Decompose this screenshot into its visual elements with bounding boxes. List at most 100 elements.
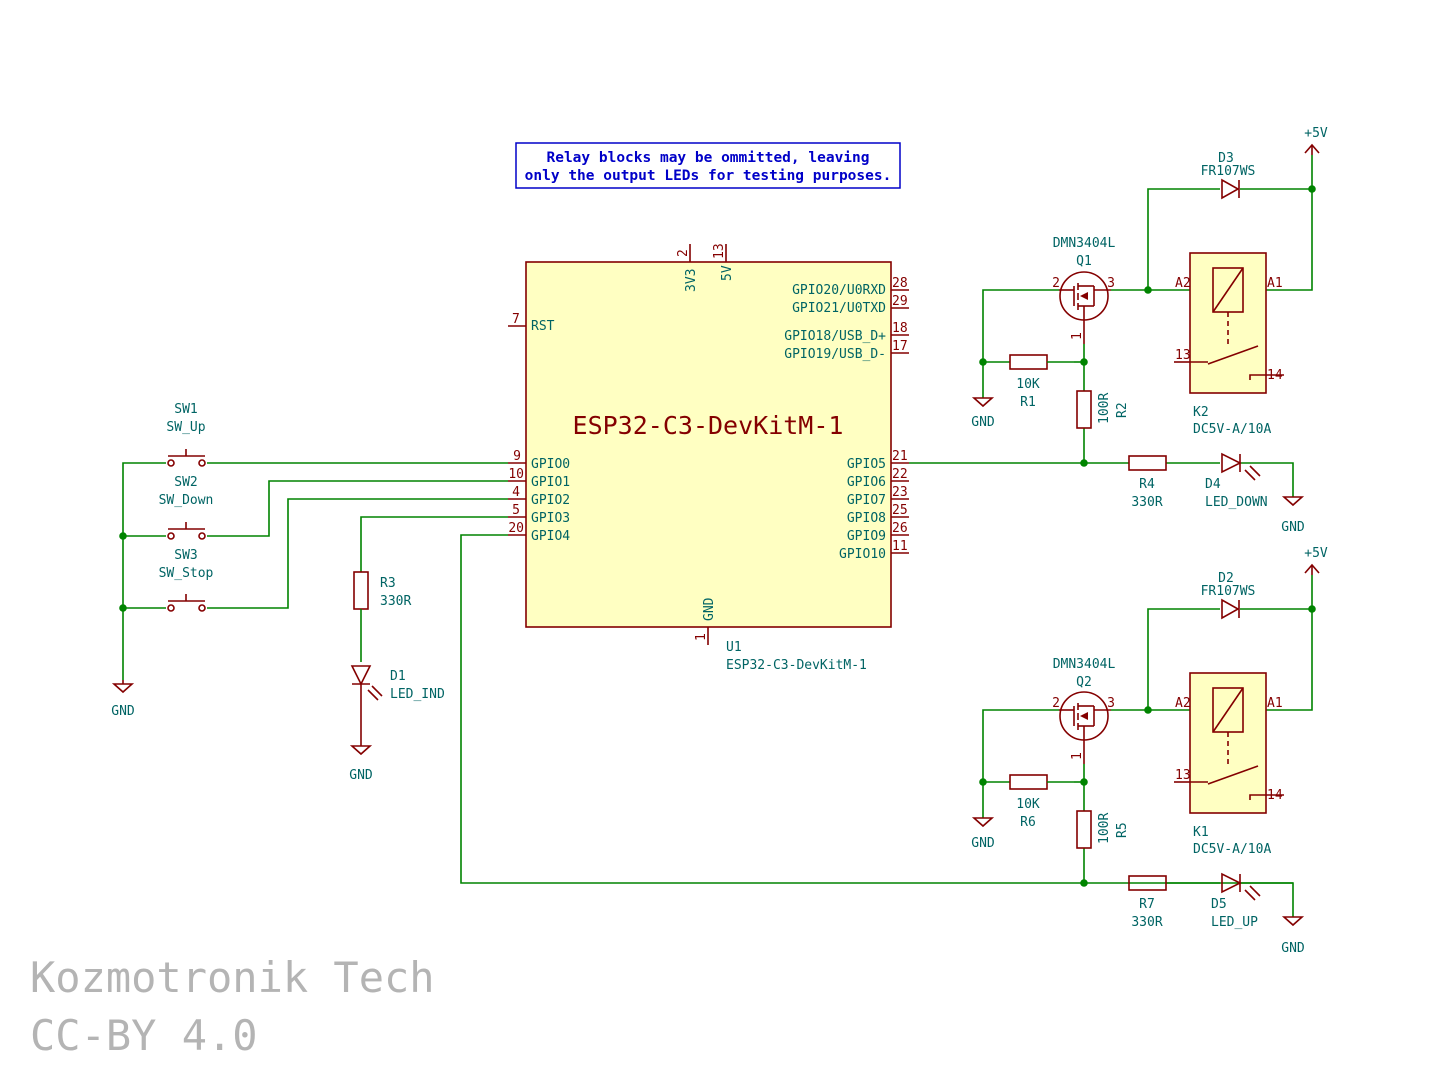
mosfet-q2: DMN3404L Q2 2 3 1 bbox=[1052, 657, 1115, 764]
r7-value: 330R bbox=[1131, 915, 1162, 930]
pin-num-gpio18: 18 bbox=[892, 321, 908, 336]
q2-pin-gate: 2 bbox=[1052, 696, 1060, 711]
pin-name-gpio6: GPIO6 bbox=[847, 475, 886, 490]
pin-name-gpio7: GPIO7 bbox=[847, 493, 886, 508]
gnd-symbol-d4: GND bbox=[1281, 496, 1305, 535]
pin-name-gpio9: GPIO9 bbox=[847, 529, 886, 544]
pin-num-gpio4: 20 bbox=[508, 521, 524, 536]
k1-pin-a1: A1 bbox=[1267, 696, 1283, 711]
pin-num-gpio10: 11 bbox=[892, 539, 908, 554]
d5-ref: D5 bbox=[1211, 897, 1227, 912]
resistor-r7: R7 330R bbox=[1128, 875, 1167, 930]
esp32-module: ESP32-C3-DevKitM-1 U1 ESP32-C3-DevKitM-1… bbox=[508, 243, 909, 673]
pin-name-gpio2: GPIO2 bbox=[531, 493, 570, 508]
sw3-value: SW_Stop bbox=[159, 566, 214, 581]
pin-num-gpio21: 29 bbox=[892, 294, 908, 309]
diode-d3: D3 FR107WS bbox=[1201, 151, 1256, 200]
d2-value: FR107WS bbox=[1201, 584, 1256, 599]
relay-k1: A2 A1 13 14 K1 DC5V-A/10A bbox=[1174, 672, 1284, 857]
r2-value: 100R bbox=[1097, 393, 1112, 424]
gnd-label: GND bbox=[971, 836, 995, 851]
module-ref: U1 bbox=[726, 640, 742, 655]
pin-name-3v3: 3V3 bbox=[684, 269, 699, 292]
d1-ref: D1 bbox=[390, 669, 406, 684]
watermark-line-2: CC-BY 4.0 bbox=[30, 1011, 258, 1060]
switch-sw3: SW3 SW_Stop bbox=[159, 548, 214, 612]
pin-name-gpio4: GPIO4 bbox=[531, 529, 570, 544]
pin-name-gpio19: GPIO19/USB_D- bbox=[784, 347, 886, 362]
q1-pin-gate: 2 bbox=[1052, 276, 1060, 291]
k1-pin-a2: A2 bbox=[1175, 696, 1191, 711]
k1-ref: K1 bbox=[1193, 825, 1209, 840]
k2-ref: K2 bbox=[1193, 405, 1209, 420]
gnd-label: GND bbox=[1281, 520, 1305, 535]
q2-pin-source: 1 bbox=[1070, 752, 1085, 760]
d5-value: LED_UP bbox=[1211, 915, 1258, 930]
gnd-label: GND bbox=[349, 768, 373, 783]
watermark: Kozmotronik Tech CC-BY 4.0 bbox=[30, 953, 435, 1060]
pin-name-gpio8: GPIO8 bbox=[847, 511, 886, 526]
relay-k2: A2 A1 13 14 K2 DC5V-A/10A bbox=[1174, 252, 1284, 437]
module-title: ESP32-C3-DevKitM-1 bbox=[573, 411, 844, 440]
pin-num-gpio1: 10 bbox=[508, 467, 524, 482]
k2-pin-a1: A1 bbox=[1267, 276, 1283, 291]
pin-num-gpio20: 28 bbox=[892, 276, 908, 291]
sw1-ref: SW1 bbox=[174, 402, 197, 417]
resistor-r3: R3 330R bbox=[353, 571, 411, 662]
mosfet-q1: DMN3404L Q1 2 3 1 bbox=[1052, 236, 1115, 344]
module-value: ESP32-C3-DevKitM-1 bbox=[726, 658, 867, 673]
gnd-symbol-q2: GND bbox=[971, 817, 995, 851]
r4-ref: R4 bbox=[1139, 477, 1155, 492]
k2-pin-13: 13 bbox=[1175, 348, 1191, 363]
k1-value: DC5V-A/10A bbox=[1193, 842, 1271, 857]
right-pins: 28 29 18 17 GPIO20/U0RXD GPIO21/U0TXD GP… bbox=[784, 276, 909, 562]
r3-ref: R3 bbox=[380, 576, 396, 591]
vcc-label: +5V bbox=[1304, 126, 1328, 141]
d3-value: FR107WS bbox=[1201, 164, 1256, 179]
sw1-value: SW_Up bbox=[166, 420, 205, 435]
pin-name-gpio3: GPIO3 bbox=[531, 511, 570, 526]
relay-block-top: +5V DMN3404L Q1 2 3 1 10K R1 bbox=[909, 126, 1328, 535]
k1-pin-14: 14 bbox=[1267, 788, 1283, 803]
note-box: Relay blocks may be ommitted, leaving on… bbox=[515, 142, 901, 189]
pin-num-rst: 7 bbox=[512, 312, 520, 327]
pin-num-3v3: 2 bbox=[676, 249, 691, 257]
pin-num-gpio19: 17 bbox=[892, 339, 908, 354]
d2-ref: D2 bbox=[1218, 571, 1234, 586]
r6-ref: R6 bbox=[1020, 815, 1036, 830]
k2-value: DC5V-A/10A bbox=[1193, 422, 1271, 437]
sw3-ref: SW3 bbox=[174, 548, 197, 563]
pin-num-gpio9: 26 bbox=[892, 521, 908, 536]
resistor-r2: 100R R2 bbox=[1076, 390, 1130, 429]
sw2-ref: SW2 bbox=[174, 475, 197, 490]
pin-name-gpio1: GPIO1 bbox=[531, 475, 570, 490]
led-d5: D5 LED_UP bbox=[1211, 872, 1261, 930]
pin-num-5v: 13 bbox=[712, 243, 727, 259]
r4-value: 330R bbox=[1131, 495, 1162, 510]
switch-sw1: SW1 SW_Up bbox=[166, 402, 206, 467]
gnd-label: GND bbox=[971, 415, 995, 430]
vcc-label: +5V bbox=[1304, 546, 1328, 561]
d3-ref: D3 bbox=[1218, 151, 1234, 166]
note-line-2: only the output LEDs for testing purpose… bbox=[525, 168, 892, 184]
pin-num-gpio6: 22 bbox=[892, 467, 908, 482]
pin-num-gpio7: 23 bbox=[892, 485, 908, 500]
resistor-r1: 10K R1 bbox=[1009, 354, 1074, 410]
pin-name-gpio5: GPIO5 bbox=[847, 457, 886, 472]
pin-num-gnd: 1 bbox=[694, 633, 709, 641]
gnd-symbol-q1: GND bbox=[971, 397, 995, 430]
gnd-label: GND bbox=[1281, 941, 1305, 956]
relay-block-bottom: +5V DMN3404L Q2 2 3 1 10K R6 bbox=[971, 546, 1328, 956]
sw2-value: SW_Down bbox=[159, 493, 214, 508]
pin-name-5v: 5V bbox=[720, 265, 735, 281]
q2-pin-drain: 3 bbox=[1107, 696, 1115, 711]
r7-ref: R7 bbox=[1139, 897, 1155, 912]
r5-value: 100R bbox=[1097, 813, 1112, 844]
r3-value: 330R bbox=[380, 594, 411, 609]
pin-name-rst: RST bbox=[531, 319, 555, 334]
watermark-line-1: Kozmotronik Tech bbox=[30, 953, 435, 1002]
pin-name-gnd: GND bbox=[702, 597, 717, 621]
q1-ref: Q1 bbox=[1076, 254, 1092, 269]
resistor-r6: 10K R6 bbox=[1009, 774, 1074, 830]
